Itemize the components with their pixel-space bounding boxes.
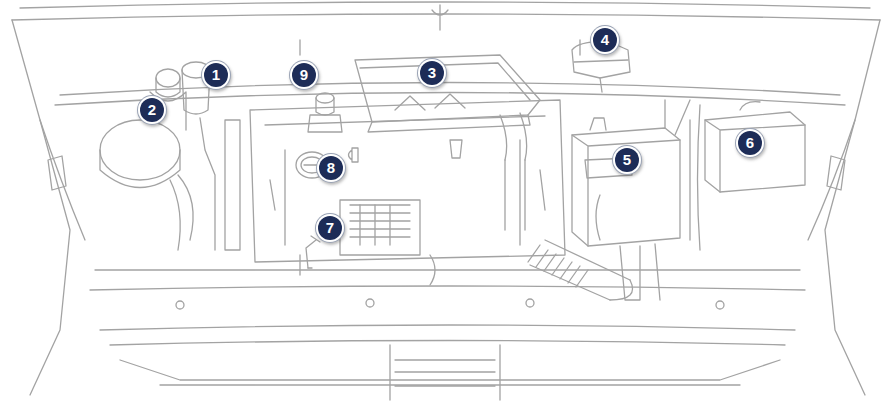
callout-number: 5: [615, 148, 639, 172]
callout-number: 8: [319, 156, 343, 180]
engine-block: [250, 100, 565, 285]
callout-number: 4: [593, 28, 617, 52]
callout-number: 3: [420, 61, 444, 85]
intake-hose: [528, 240, 633, 300]
callout-number: 9: [292, 63, 316, 87]
callout-number: 1: [204, 63, 228, 87]
body-outline: [12, 2, 880, 400]
coolant-reservoir: [100, 69, 193, 250]
dipstick: [306, 236, 320, 268]
callout-number: 6: [738, 131, 762, 155]
air-filter-box: [355, 55, 540, 230]
callout-number: 7: [318, 216, 342, 240]
fluid-reservoir: [182, 62, 240, 250]
battery: [572, 100, 690, 300]
filler-neck: [308, 93, 342, 132]
fuse-box: [690, 102, 805, 250]
callout-number: 2: [140, 98, 164, 122]
